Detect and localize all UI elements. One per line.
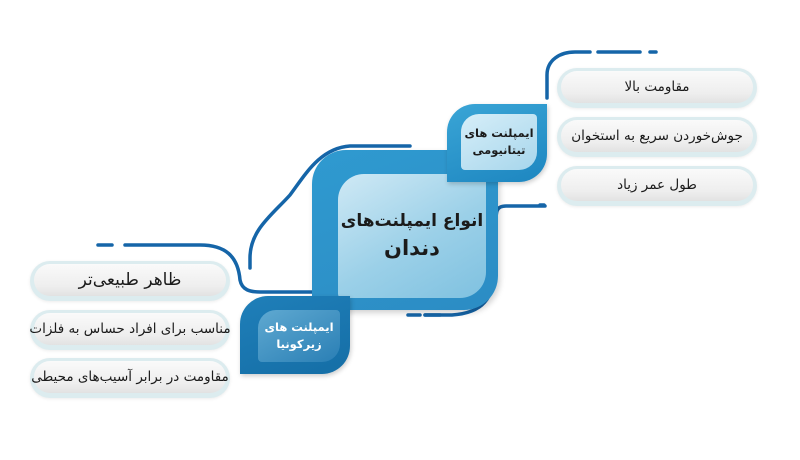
connector-titanium-features <box>545 50 592 100</box>
branch-node-titanium: ایمپلنت های تیتانیومی <box>447 104 547 182</box>
branch-titanium-line2: تیتانیومی <box>472 143 526 157</box>
feature-text: مقاومت در برابر آسیب‌های محیطی <box>31 361 229 393</box>
branch-zirconia-line1: ایمپلنت های <box>264 320 334 334</box>
feature-pill-zirconia-2: مناسب برای افراد حساس به فلزات <box>29 310 231 350</box>
branch-node-zirconia: ایمپلنت های زیرکونیا <box>240 296 350 374</box>
central-topic-subtitle: دندان <box>384 236 440 260</box>
feature-text: مقاومت بالا <box>561 71 753 103</box>
feature-pill-titanium-2: جوش‌خوردن سریع به استخوان <box>557 117 757 157</box>
feature-pill-zirconia-3: مقاومت در برابر آسیب‌های محیطی <box>30 358 230 398</box>
branch-titanium-line1: ایمپلنت های <box>464 126 534 140</box>
branch-panel-titanium: ایمپلنت های تیتانیومی <box>461 114 537 170</box>
connector-center-upper <box>248 144 412 270</box>
feature-pill-titanium-1: مقاومت بالا <box>557 68 757 108</box>
feature-pill-titanium-3: طول عمر زیاد <box>557 166 757 206</box>
branch-panel-zirconia: ایمپلنت های زیرکونیا <box>258 310 340 362</box>
central-topic-title: انواع ایمپلنت‌های <box>340 211 484 231</box>
feature-text: طول عمر زیاد <box>561 169 753 201</box>
feature-text: مناسب برای افراد حساس به فلزات <box>29 313 231 345</box>
branch-zirconia-line2: زیرکونیا <box>276 337 322 351</box>
feature-pill-zirconia-1: ظاهر طبیعی‌تر <box>30 261 230 301</box>
feature-text: ظاهر طبیعی‌تر <box>34 264 226 296</box>
central-topic-panel: انواع ایمپلنت‌های دندان <box>338 174 486 298</box>
connector-zirconia-features <box>123 243 320 294</box>
feature-text: جوش‌خوردن سریع به استخوان <box>561 120 753 152</box>
central-topic-node: انواع ایمپلنت‌های دندان <box>312 150 498 310</box>
